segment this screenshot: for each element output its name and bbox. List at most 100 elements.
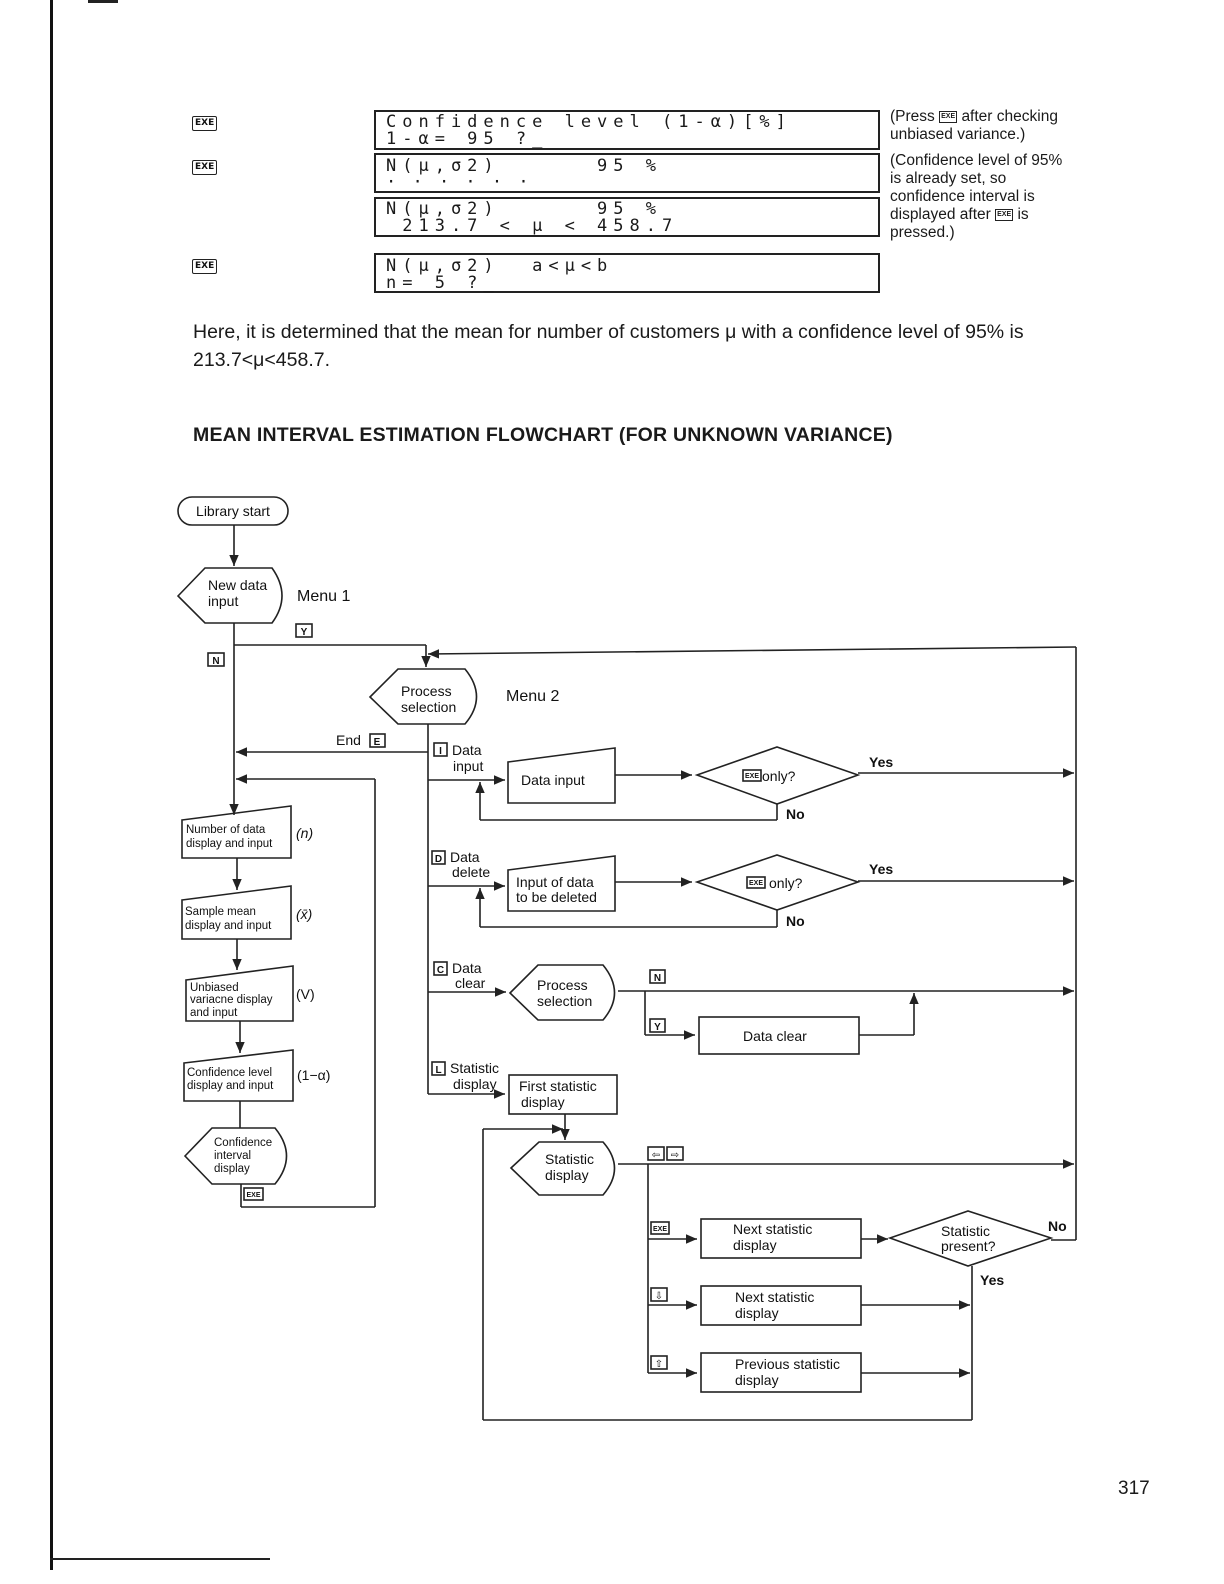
confidence-interval-display-shape (183, 1127, 288, 1185)
lcd-display-1: Confidence level (1-α)[%] 1-α= 95 ?_ (374, 110, 880, 150)
yes-label: Yes (869, 861, 893, 877)
lcd-line: N(μ,σ2) a<μ<b (386, 256, 614, 276)
confidence-interval-label: display (214, 1163, 250, 1175)
next-statistic-label: Next statistic (735, 1289, 814, 1305)
menu-2-label: Menu 2 (506, 688, 559, 705)
new-data-label: input (208, 593, 238, 609)
n-key-icon (207, 652, 225, 667)
sample-mean-label: display and input (185, 920, 272, 932)
e-key-icon (369, 733, 386, 748)
i-key-label: I (439, 746, 442, 757)
lcd-line: 213.7 < μ < 458.7 (386, 216, 679, 236)
input-deleted-label: Input of data (516, 874, 594, 890)
no-label: No (1048, 1218, 1067, 1234)
process-selection-2-shape (508, 964, 616, 1021)
data-clear-branch-label: clear (455, 975, 486, 991)
page-number: 317 (1118, 1478, 1150, 1499)
exe-only-diamond-2 (694, 854, 861, 911)
n-key-icon (649, 969, 666, 984)
data-input-branch-label: Data (452, 742, 482, 758)
data-input-branch-label: input (453, 758, 483, 774)
statistic-present-label: present? (941, 1238, 996, 1254)
yes-label: Yes (980, 1272, 1004, 1288)
no-label: No (786, 913, 805, 929)
input-data-deleted-box (507, 855, 616, 912)
data-delete-branch-label: Data (450, 849, 480, 865)
statistic-display-label: display (545, 1167, 589, 1183)
first-statistic-label: First statistic (519, 1078, 597, 1094)
x-bar-symbol: (x̄) (296, 906, 312, 922)
exe-only-diamond-1 (694, 746, 861, 805)
exe-only-label: only? (769, 875, 803, 891)
d-key-label: D (435, 854, 442, 865)
lcd-display-2: N(μ,σ2) 95 % · · · · · · (374, 153, 880, 193)
n-key-label: N (212, 656, 219, 667)
no-label: No (786, 806, 805, 822)
note-text: (Confidence level of 95% is already set,… (890, 152, 1063, 223)
lcd-line: N(μ,σ2) 95 % (386, 156, 662, 176)
page-binding-edge (50, 0, 53, 1570)
process-selection-label: selection (401, 699, 456, 715)
statistic-display-label: Statistic (545, 1151, 594, 1167)
number-of-data-label: Number of data (186, 824, 266, 836)
statistic-branch-label: display (453, 1076, 497, 1092)
exe-key-icon (650, 1221, 670, 1235)
lcd-line: Confidence level (1-α)[%] (386, 112, 792, 132)
n-key-label: N (654, 973, 661, 984)
alpha-symbol: (1−α) (297, 1067, 330, 1083)
l-key-label: L (435, 1065, 441, 1076)
data-delete-branch-label: delete (452, 864, 490, 880)
down-arrow-key-icon (650, 1287, 668, 1302)
unbiased-variance-label: variacne display (190, 994, 273, 1006)
statistic-display-shape (509, 1141, 616, 1196)
confidence-interval-label: interval (214, 1150, 251, 1162)
exe-key-label: EXE (653, 1226, 667, 1233)
unbiased-variance-label: and input (190, 1007, 238, 1019)
input-deleted-label: to be deleted (516, 889, 597, 905)
exe-key-label: EXE (745, 773, 759, 780)
lcd-line: N(μ,σ2) 95 % (386, 199, 662, 219)
e-key-label: E (374, 737, 381, 748)
first-statistic-box (508, 1074, 618, 1115)
first-statistic-label: display (521, 1094, 565, 1110)
exe-key-icon: EXE (192, 116, 218, 131)
page-bottom-mark (50, 1558, 270, 1560)
y-key-icon (649, 1018, 666, 1033)
next-statistic-label: Next statistic (733, 1221, 812, 1237)
library-start-label: Library start (196, 503, 270, 519)
exe-key-icon (243, 1187, 264, 1201)
l-key-icon (431, 1061, 446, 1076)
y-key-label: Y (301, 627, 308, 638)
v-symbol: (V) (296, 986, 315, 1002)
sample-mean-label: Sample mean (185, 906, 256, 918)
confidence-level-label: Confidence level (187, 1067, 272, 1079)
exe-key-label: EXE (749, 880, 763, 887)
exe-key-icon: EXE (192, 259, 218, 274)
note-press-exe: (Press EXE after checking unbiased varia… (890, 108, 1075, 144)
result-paragraph: Here, it is determined that the mean for… (193, 321, 1024, 371)
new-data-input-shape (176, 567, 283, 624)
confidence-interval-label: Confidence (214, 1137, 272, 1149)
exe-key-icon (742, 769, 762, 782)
down-arrow-key-label: ⇩ (655, 1291, 663, 1302)
left-arrow-key-icon (647, 1146, 665, 1161)
new-data-label: New data (208, 577, 267, 593)
number-of-data-label: display and input (186, 838, 273, 850)
menu-1-label: Menu 1 (297, 588, 350, 605)
data-clear-label: Data clear (743, 1028, 807, 1044)
data-clear-branch-label: Data (452, 960, 482, 976)
yes-label: Yes (869, 754, 893, 770)
exe-key-icon: EXE (192, 160, 218, 175)
data-input-box-label: Data input (521, 772, 585, 788)
flowchart-heading: MEAN INTERVAL ESTIMATION FLOWCHART (FOR … (193, 424, 893, 446)
end-label: End (336, 732, 361, 748)
i-key-icon (433, 742, 448, 757)
data-input-box (507, 747, 616, 804)
n-symbol: (n) (296, 825, 313, 841)
lcd-line: · · · · · · (386, 172, 532, 192)
left-arrow-key-label: ⇦ (652, 1150, 660, 1161)
confidence-level-label: display and input (187, 1080, 274, 1092)
note-text: (Press (890, 108, 935, 125)
page-corner-mark (88, 0, 118, 11)
